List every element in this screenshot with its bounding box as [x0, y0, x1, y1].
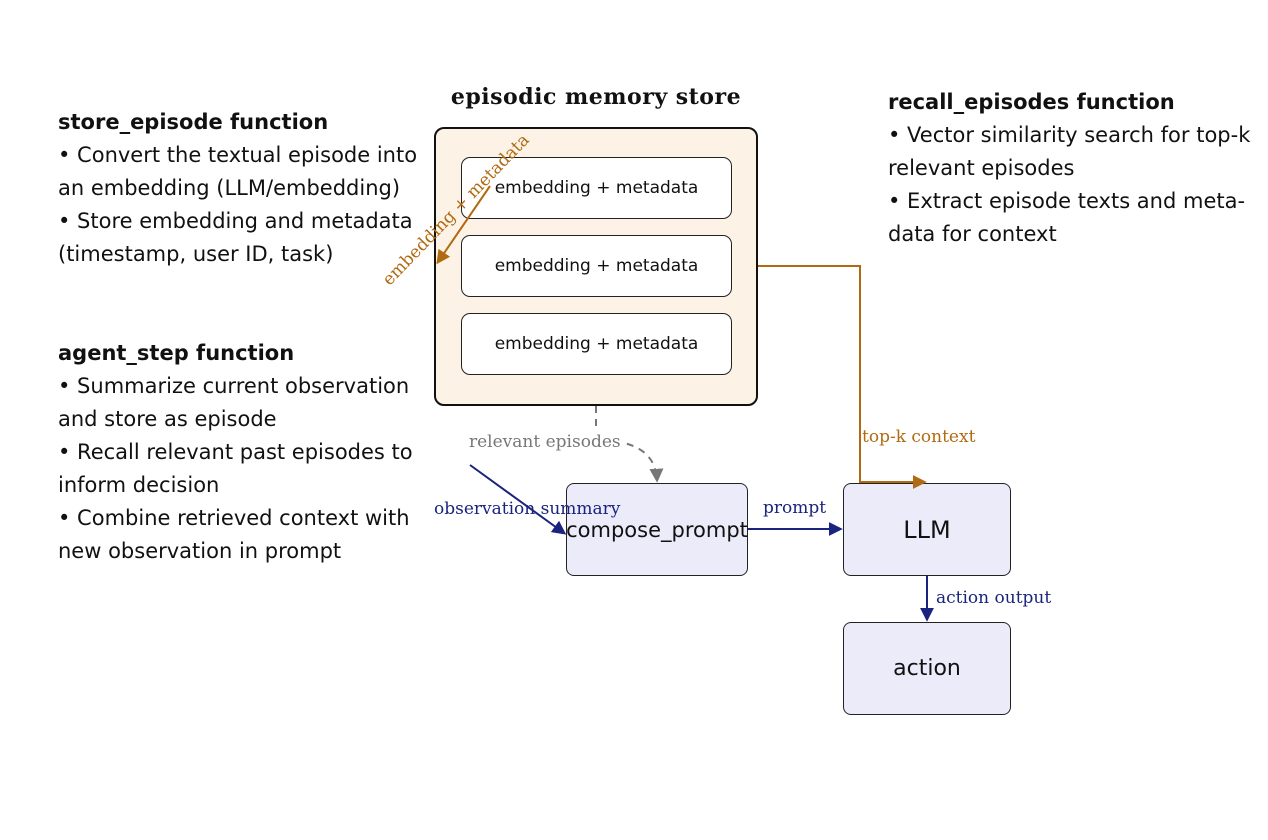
- store-episode-description: store_episode function • Convert the tex…: [58, 106, 417, 271]
- agent-step-line: • Combine retrieved context with: [58, 506, 410, 530]
- recall-episodes-heading: recall_episodes function: [888, 90, 1175, 114]
- action-node: action: [843, 622, 1011, 715]
- topk-edge: [758, 265, 927, 489]
- agent-step-line: • Recall relevant past episodes to: [58, 440, 413, 464]
- memory-store-title: episodic memory store: [450, 84, 742, 110]
- memory-slot: embedding + metadata: [461, 313, 732, 375]
- recall-episodes-line: • Extract episode texts and meta-: [888, 189, 1246, 213]
- topk-edge-label: top-k context: [862, 427, 976, 447]
- agent-step-line: inform decision: [58, 473, 220, 497]
- llm-node: LLM: [843, 483, 1011, 576]
- agent-step-line: and store as episode: [58, 407, 277, 431]
- agent-step-line: new observation in prompt: [58, 539, 342, 563]
- embed-edge: [436, 185, 491, 265]
- agent-step-description: agent_step function • Summarize current …: [58, 337, 413, 568]
- relevant-edge-label: relevant episodes: [469, 432, 621, 452]
- agent-step-heading: agent_step function: [58, 341, 295, 365]
- store-episode-line: (timestamp, user ID, task): [58, 242, 334, 266]
- observation-edge-label: observation summary: [434, 499, 621, 519]
- memory-slot: embedding + metadata: [461, 235, 732, 297]
- recall-episodes-line: relevant episodes: [888, 156, 1075, 180]
- store-episode-line: an embedding (LLM/embedding): [58, 176, 401, 200]
- recall-episodes-description: recall_episodes function • Vector simila…: [888, 86, 1250, 251]
- observation-edge: [469, 464, 567, 535]
- store-episode-line: • Store embedding and metadata: [58, 209, 413, 233]
- recall-episodes-line: data for context: [888, 222, 1057, 246]
- prompt-edge-label: prompt: [763, 498, 827, 518]
- compose-prompt-node: compose_prompt: [566, 483, 748, 576]
- action-output-edge-label: action output: [936, 588, 1052, 608]
- recall-episodes-line: • Vector similarity search for top-k: [888, 123, 1251, 147]
- relevant-edge: [595, 406, 664, 483]
- store-episode-heading: store_episode function: [58, 110, 329, 134]
- store-episode-line: • Convert the textual episode into: [58, 143, 418, 167]
- agent-step-line: • Summarize current observation: [58, 374, 410, 398]
- memory-slot: embedding + metadata: [461, 157, 732, 219]
